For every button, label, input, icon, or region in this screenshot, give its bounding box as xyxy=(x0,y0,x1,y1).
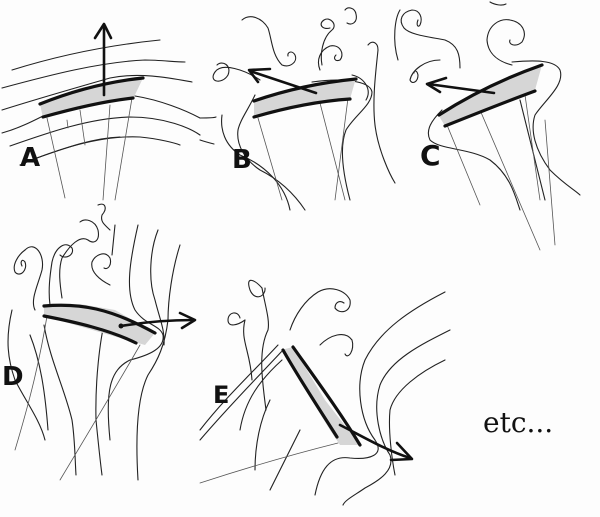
panel-c-wing xyxy=(439,65,542,126)
panel-d-wing-lower xyxy=(42,314,138,345)
panel-a-label: A xyxy=(20,143,40,173)
panel-e-wing-upper xyxy=(291,345,362,447)
panel-d-wing xyxy=(44,304,155,345)
panel-d-streamlines xyxy=(7,224,181,481)
panel-e-wing xyxy=(281,347,360,445)
panel-c-wing-lower xyxy=(443,89,537,128)
panel-c-streamlines xyxy=(427,60,581,251)
panel-b-label: B xyxy=(232,145,252,175)
panel-a-wing xyxy=(40,78,143,118)
panel-c-wing-upper xyxy=(437,63,544,117)
panel-d-force-arrow-icon xyxy=(118,311,197,330)
panel-b-wing xyxy=(254,78,356,118)
panel-a-lift-arrow-icon xyxy=(93,22,113,97)
panel-a xyxy=(1,22,201,201)
panel-a-streamlines xyxy=(1,39,201,201)
panel-b-wing-lower xyxy=(252,97,352,119)
etc-text: etc... xyxy=(483,406,553,439)
panel-e-wing-lower xyxy=(281,348,339,439)
panel-b-streamlines xyxy=(199,74,373,211)
panel-e: E xyxy=(199,279,451,506)
panel-d-vortices xyxy=(13,203,116,311)
panel-d-label: D xyxy=(2,362,24,392)
panel-e-vortices xyxy=(227,279,354,411)
panel-c: C xyxy=(400,1,581,251)
panel-b-vortices xyxy=(212,7,401,184)
panel-d-wing-upper xyxy=(42,303,157,335)
panel-e-force-arrow-icon xyxy=(338,423,414,462)
panel-c-vortices xyxy=(400,1,525,84)
panel-c-label: C xyxy=(420,139,441,172)
panel-c-force-arrow-icon xyxy=(425,76,496,95)
panel-b: B xyxy=(199,7,401,211)
panel-e-streamlines xyxy=(199,291,451,506)
panel-b-force-arrow-icon xyxy=(247,67,318,95)
panel-a-wing-lower xyxy=(41,96,135,119)
panel-d: D xyxy=(2,203,197,481)
panel-e-label: E xyxy=(213,381,229,409)
panel-a-wing-upper xyxy=(38,76,145,106)
